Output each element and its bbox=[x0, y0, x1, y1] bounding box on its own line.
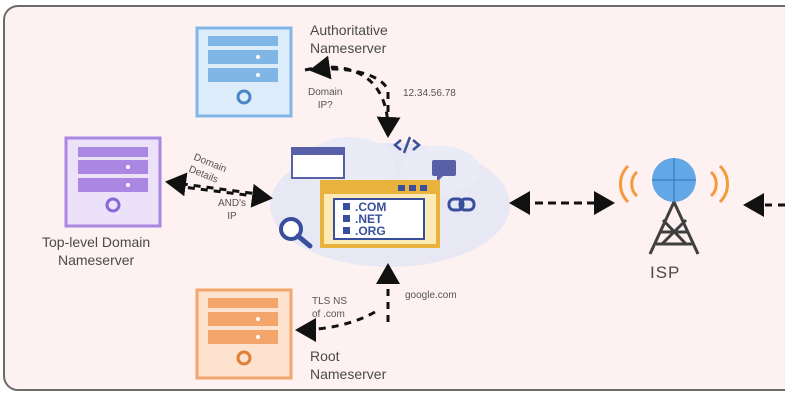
arrow-resolver-to-auth bbox=[309, 55, 390, 125]
resolver-domain-org: .ORG bbox=[355, 224, 386, 238]
browser-window-icon bbox=[291, 147, 345, 179]
edge-label-auth-response: 12.34.56.78 bbox=[403, 88, 456, 99]
tld-server-icon bbox=[64, 136, 162, 228]
root-nameserver-label: Root Nameserver bbox=[310, 348, 387, 382]
arrow-resolver-to-tld bbox=[165, 172, 266, 197]
edge-label-root-response: TLS NS of .com bbox=[312, 296, 348, 320]
isp-tower-icon bbox=[619, 158, 729, 255]
edge-label-auth-request: Domain IP? bbox=[308, 87, 343, 111]
edge-label-root-request: google.com bbox=[405, 290, 457, 301]
resolver-domain-com: .COM bbox=[355, 200, 386, 214]
isp-label: ISP bbox=[650, 263, 681, 282]
code-icon bbox=[393, 136, 421, 154]
authoritative-server-icon bbox=[195, 26, 293, 118]
resolver-window bbox=[320, 180, 440, 248]
arrow-tld-to-resolver bbox=[174, 183, 273, 208]
arrow-resolver-to-root bbox=[295, 310, 376, 342]
authoritative-nameserver-label: Authoritative Nameserver bbox=[310, 22, 388, 56]
resolver-domain-net: .NET bbox=[355, 212, 383, 226]
search-icon bbox=[279, 217, 313, 249]
root-server-icon bbox=[195, 288, 293, 380]
edge-label-tld-response: AND's IP bbox=[218, 198, 247, 222]
tld-nameserver-label: Top-level Domain Nameserver bbox=[42, 234, 151, 268]
link-icon bbox=[447, 197, 476, 212]
